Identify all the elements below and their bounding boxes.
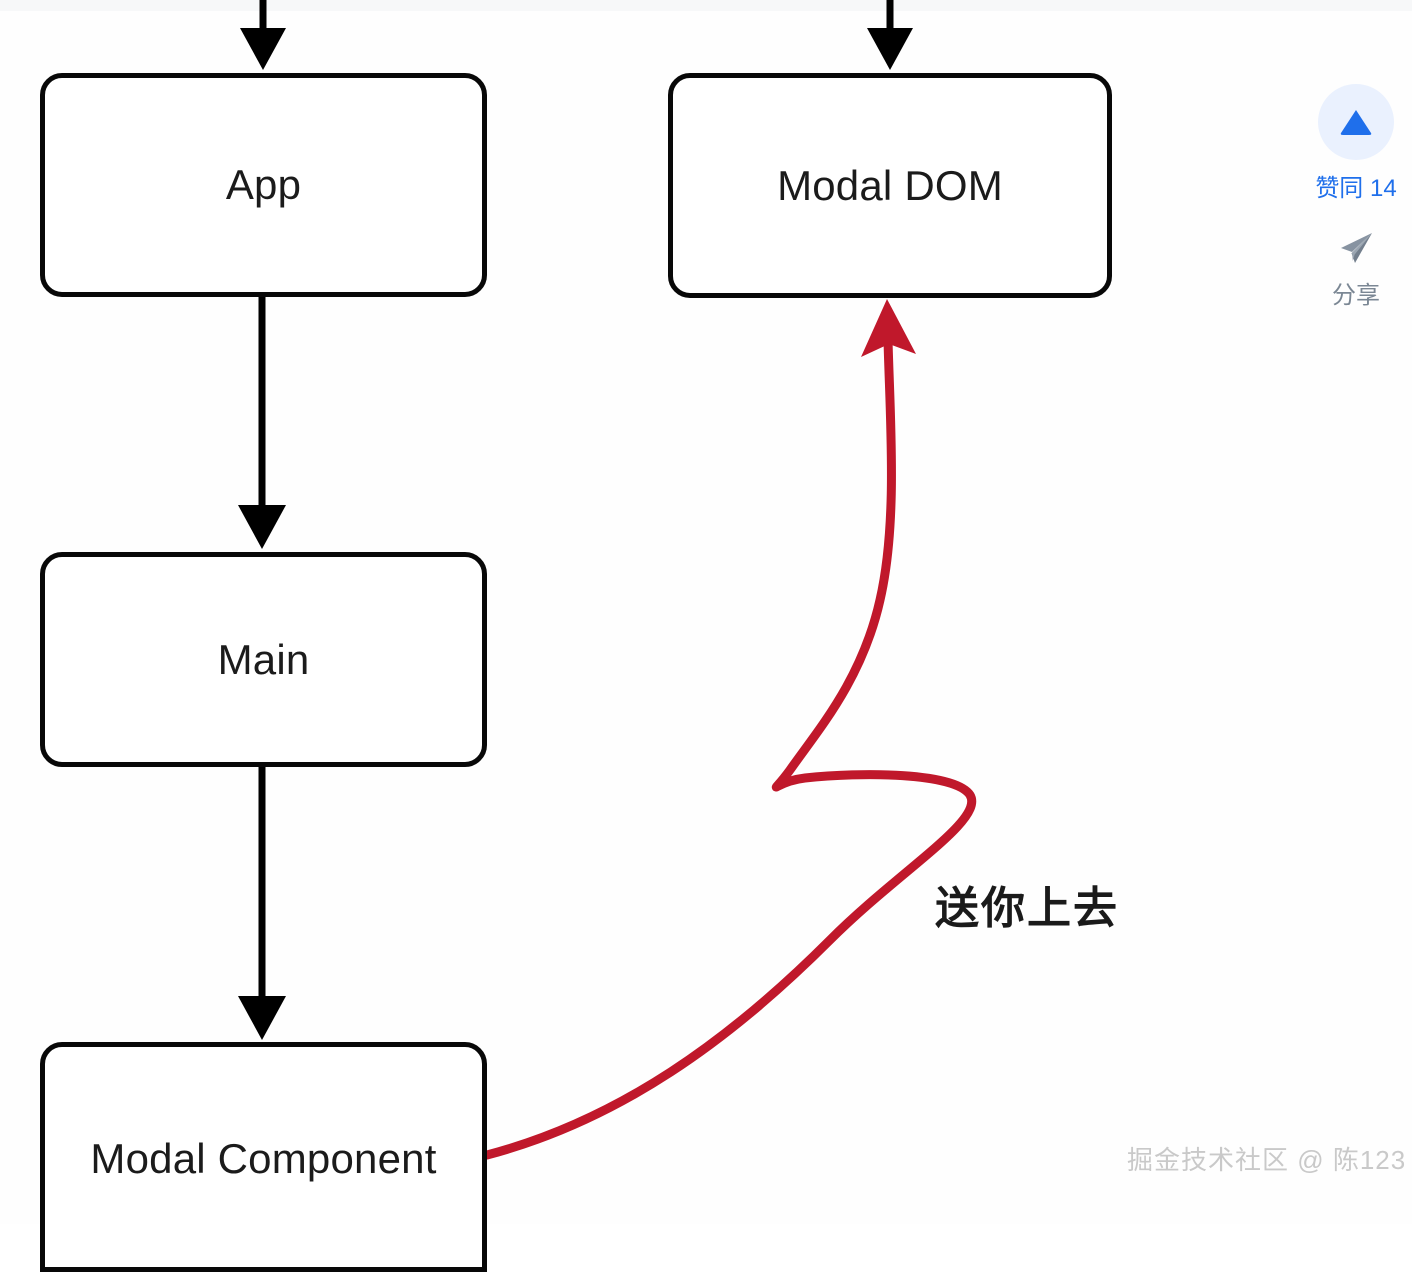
upvote-button-bg xyxy=(1318,84,1394,160)
flow-node-modal-component[interactable]: Modal Component xyxy=(40,1042,487,1272)
edge-app-to-main xyxy=(238,297,286,549)
share-button-label: 分享 xyxy=(1332,282,1380,309)
share-button[interactable]: 分享 xyxy=(1332,229,1380,310)
flow-node-app-label: App xyxy=(225,161,302,208)
edge-main-to-modal-component xyxy=(238,767,286,1040)
page-top-strip xyxy=(0,0,1412,11)
flowchart-canvas xyxy=(238,0,977,1160)
flow-node-modal-component-label: Modal Component xyxy=(90,1135,437,1182)
flow-node-main[interactable]: Main xyxy=(40,552,487,767)
triangle-up-icon xyxy=(1340,110,1372,135)
paper-plane-icon xyxy=(1341,233,1372,263)
red-edge-annotation: 送你上去 xyxy=(935,884,1119,933)
flow-node-modal-dom[interactable]: Modal DOM xyxy=(668,73,1112,298)
edge-modal-component-to-modal-dom xyxy=(482,299,977,1160)
edge-incoming-to-modal-dom xyxy=(867,0,913,70)
action-rail: 赞同 14 分享 xyxy=(1300,84,1412,310)
upvote-count-label: 赞同 14 xyxy=(1315,175,1397,202)
flow-node-modal-dom-label: Modal DOM xyxy=(777,161,1003,209)
flow-node-main-label: Main xyxy=(217,635,310,683)
watermark: 掘金技术社区 @ 陈123 xyxy=(1127,1145,1407,1175)
upvote-button[interactable]: 赞同 14 xyxy=(1315,84,1397,203)
edge-incoming-to-app xyxy=(240,0,286,70)
flow-node-app[interactable]: App xyxy=(40,73,487,297)
